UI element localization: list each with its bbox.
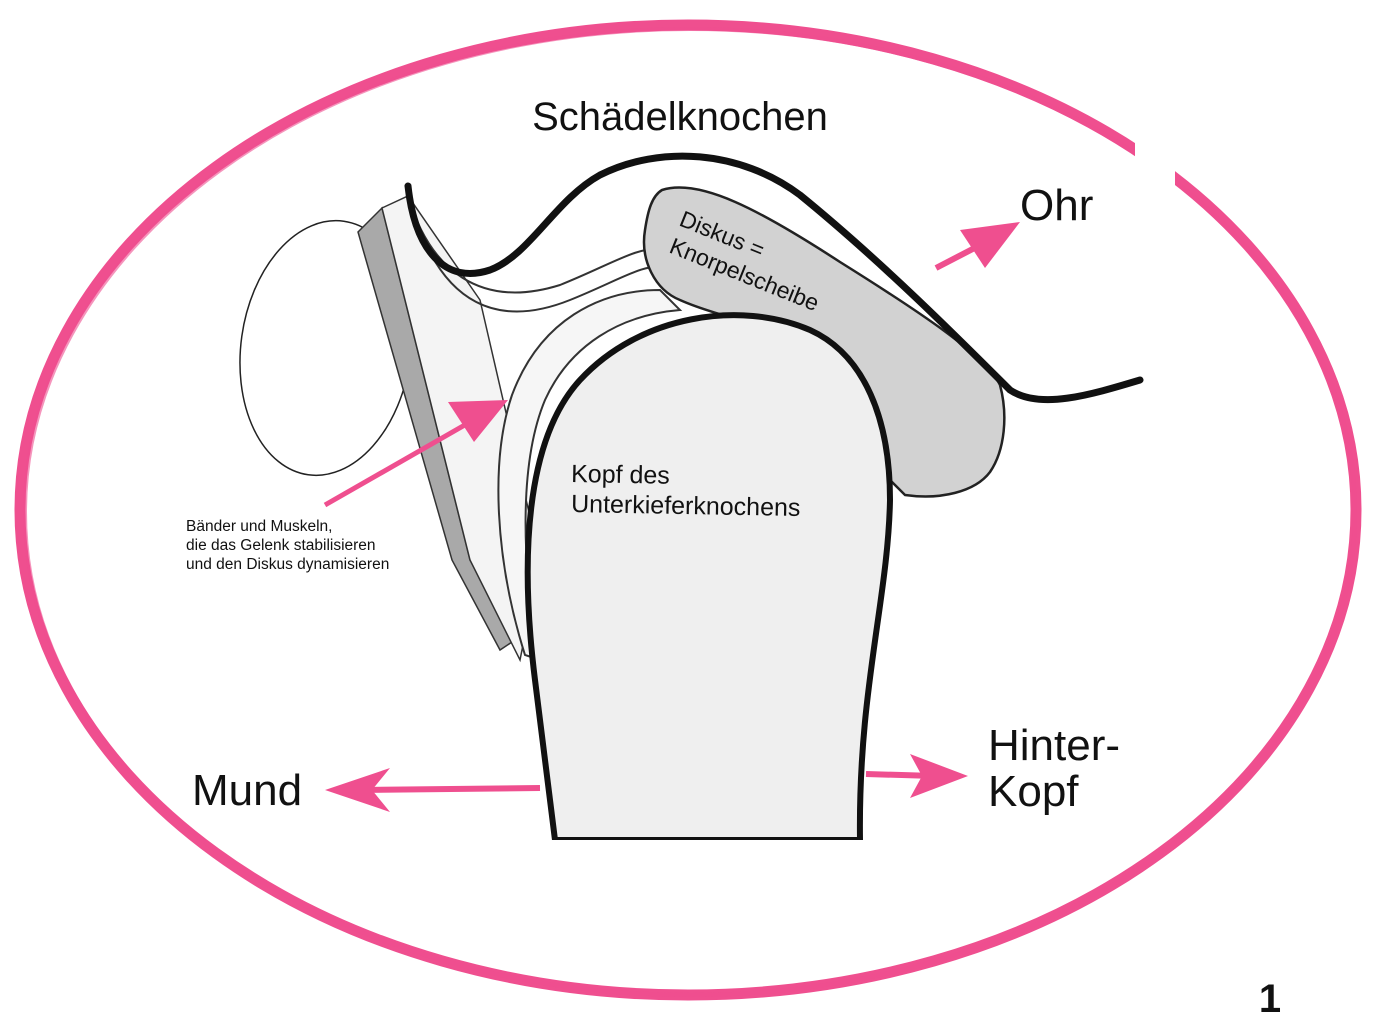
- label-skull-bone: Schädelknochen: [532, 95, 828, 139]
- label-back-line2: Kopf: [988, 767, 1079, 816]
- frame-gap-mask: [1135, 110, 1175, 410]
- label-mouth: Mund: [192, 766, 302, 815]
- condyle-cut-mask: [548, 840, 868, 860]
- label-condyle-line2: Unterkieferknochens: [571, 490, 801, 522]
- mandibular-condyle: [528, 315, 890, 840]
- page-number: 1: [1259, 977, 1281, 1016]
- arrow-back-of-head: [866, 754, 968, 798]
- label-ligaments-line1: Bänder und Muskeln,: [186, 518, 332, 535]
- arrow-ear: [936, 222, 1020, 268]
- label-ear: Ohr: [1020, 181, 1093, 230]
- label-back-line1: Hinter-: [988, 721, 1120, 770]
- label-condyle-line1: Kopf des: [571, 460, 670, 490]
- label-ligaments-line3: und den Diskus dynamisieren: [186, 556, 389, 573]
- label-ligaments-line2: die das Gelenk stabilisieren: [186, 537, 376, 554]
- arrow-mouth: [325, 768, 540, 812]
